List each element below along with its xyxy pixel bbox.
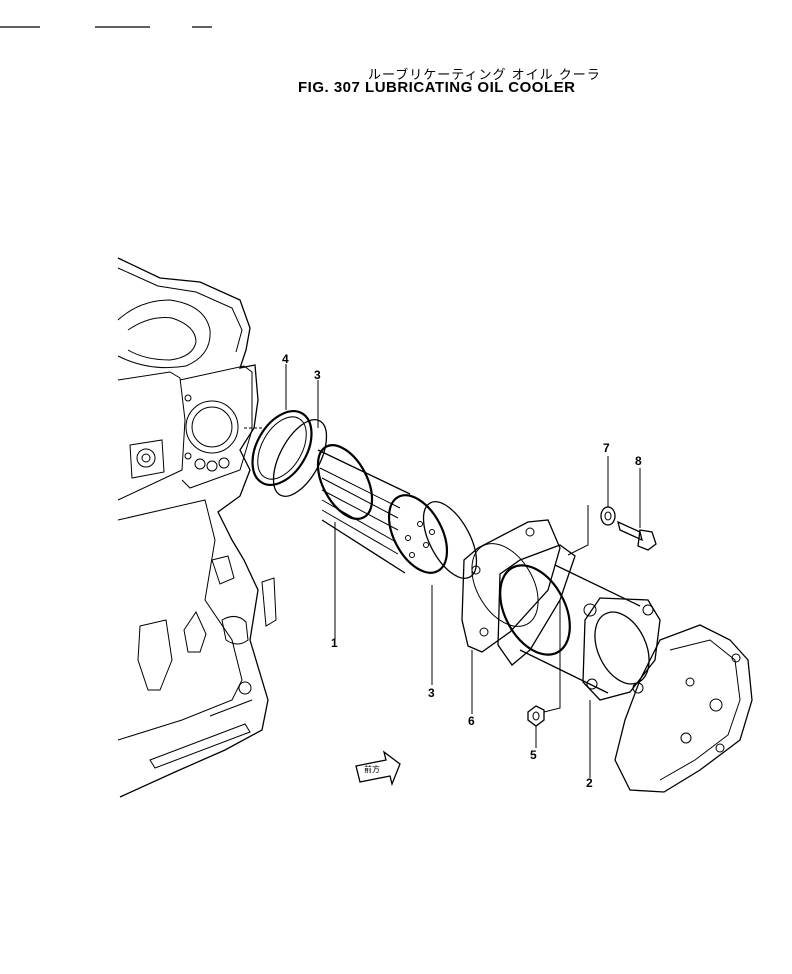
callout-8: 8 (635, 454, 642, 468)
callout-1: 1 (331, 636, 338, 650)
part-2-cooler-case (497, 544, 661, 701)
figure-title: FIG. 307 LUBRICATING OIL COOLER (298, 79, 576, 96)
callout-4: 4 (282, 352, 289, 366)
callout-2: 2 (586, 776, 593, 790)
callout-7: 7 (603, 441, 610, 455)
callout-5: 5 (530, 748, 537, 762)
part-3-o-ring-lower (422, 501, 478, 579)
part-1-cooler-element (316, 444, 449, 574)
figure-title-japanese: ルーブリケーティング オイル クーラ (368, 68, 601, 83)
callout-6: 6 (468, 714, 475, 728)
part-6-gasket (461, 519, 561, 653)
part-4-ring (251, 410, 313, 486)
part-8-bolt (617, 520, 657, 551)
bolt-line (567, 505, 589, 556)
direction-arrow-icon (355, 750, 401, 787)
engine-block (117, 257, 277, 798)
direction-arrow-label: 前方 (364, 765, 380, 774)
nut-line (543, 600, 561, 713)
part-5-nut (527, 705, 545, 727)
callout-3-lower: 3 (428, 686, 435, 700)
part-7-washer (600, 506, 616, 526)
oil-cooler-housing (614, 624, 753, 793)
callout-3-upper: 3 (314, 368, 321, 382)
